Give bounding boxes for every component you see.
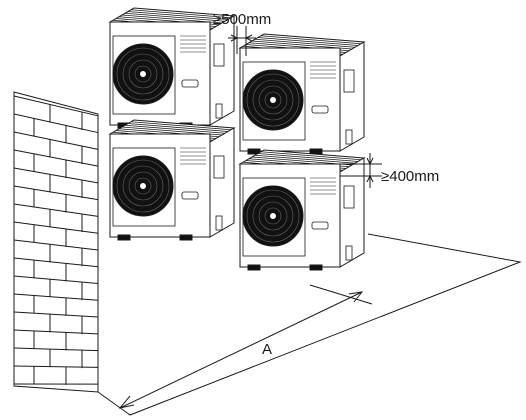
logo-plate [181, 79, 199, 88]
units-layer [108, 7, 366, 271]
heat-pump-unit [108, 7, 236, 129]
horizontal-clearance-dimension [228, 26, 256, 56]
unit-foot [309, 264, 323, 271]
unit-foot [179, 234, 193, 241]
distance-label: A [262, 341, 272, 358]
heat-pump-unit [108, 119, 236, 241]
dimension-a [118, 284, 373, 409]
service-panel [343, 69, 355, 93]
service-panel [213, 43, 225, 67]
service-panel [343, 185, 355, 209]
logo-plate [311, 221, 329, 230]
unit-foot [247, 148, 261, 155]
logo-plate [181, 191, 199, 200]
unit-foot [117, 234, 131, 241]
unit-foot [247, 264, 261, 271]
vertical-clearance-dimension [340, 153, 382, 188]
logo-plate [311, 105, 329, 114]
unit-foot [309, 148, 323, 155]
brick-wall [13, 91, 99, 393]
heat-pump-unit [238, 33, 366, 155]
horizontal-clearance-label: ≥500mm [213, 11, 271, 28]
ground-plane [97, 233, 522, 416]
service-panel [213, 155, 225, 179]
heat-pump-unit [238, 149, 366, 271]
vertical-clearance-label: ≥400mm [381, 168, 439, 185]
